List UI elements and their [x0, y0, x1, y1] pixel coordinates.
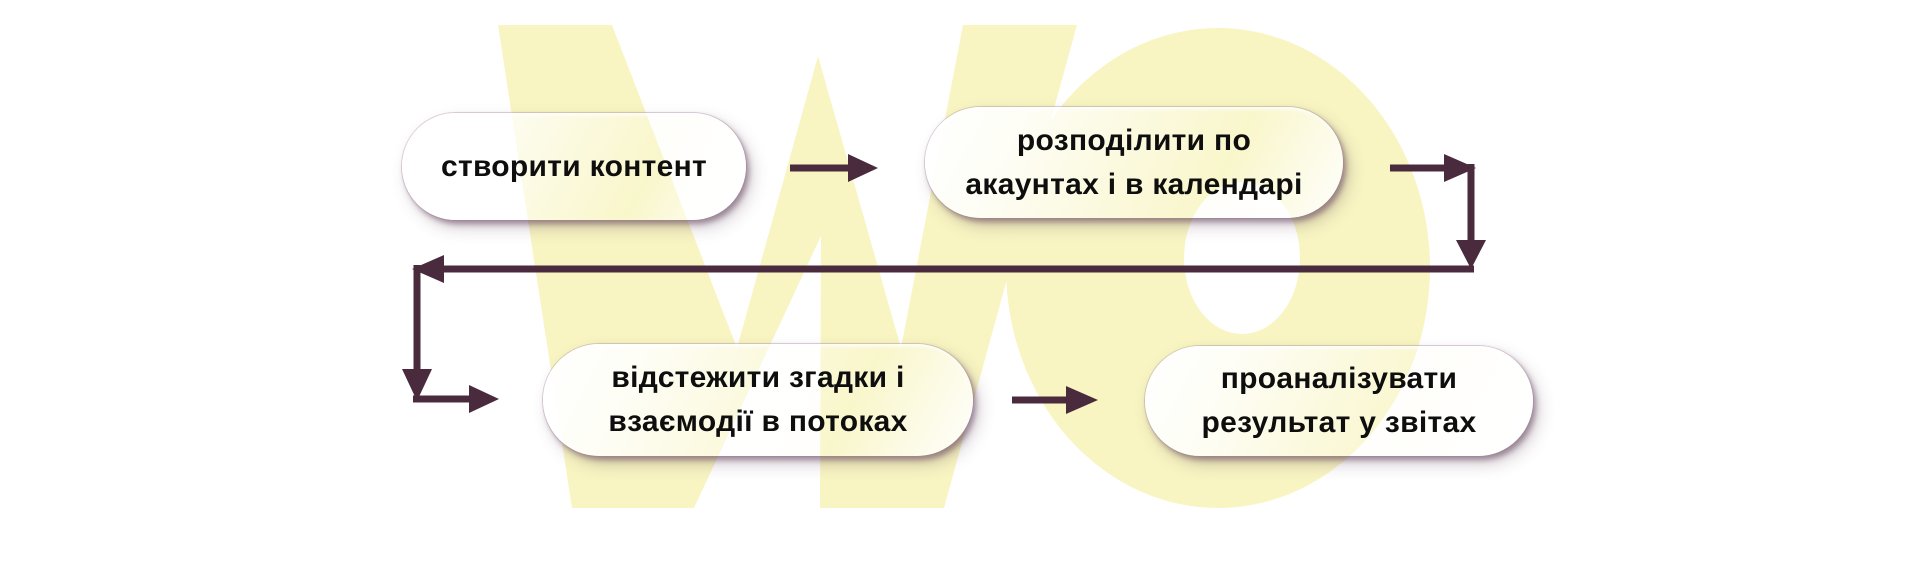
node-label-line: проаналізувати — [1220, 362, 1458, 395]
flow-node-distribute-accounts-calendar: розподілити по акаунтах і в календарі — [925, 107, 1343, 218]
node-label-line: розподілити по — [1016, 123, 1252, 157]
node-label-line: відстежити згадки і — [611, 361, 905, 394]
flow-node-create-content: створити контент — [402, 113, 746, 220]
arrow-distribute-to-track-loop — [402, 154, 1486, 413]
node-label-line: акаунтах і в календарі — [965, 167, 1303, 201]
flow-node-analyze-results-reports: проаналізувати результат у звітах — [1145, 346, 1533, 456]
arrow-track-to-analyze — [1012, 386, 1098, 414]
flow-node-track-mentions-streams: відстежити згадки і взаємодії в потоках — [543, 344, 973, 456]
node-label-line: створити контент — [440, 149, 708, 183]
node-label-line: взаємодії в потоках — [608, 405, 908, 438]
arrow-create-to-distribute — [790, 154, 878, 182]
node-label-line: результат у звітах — [1201, 406, 1477, 439]
